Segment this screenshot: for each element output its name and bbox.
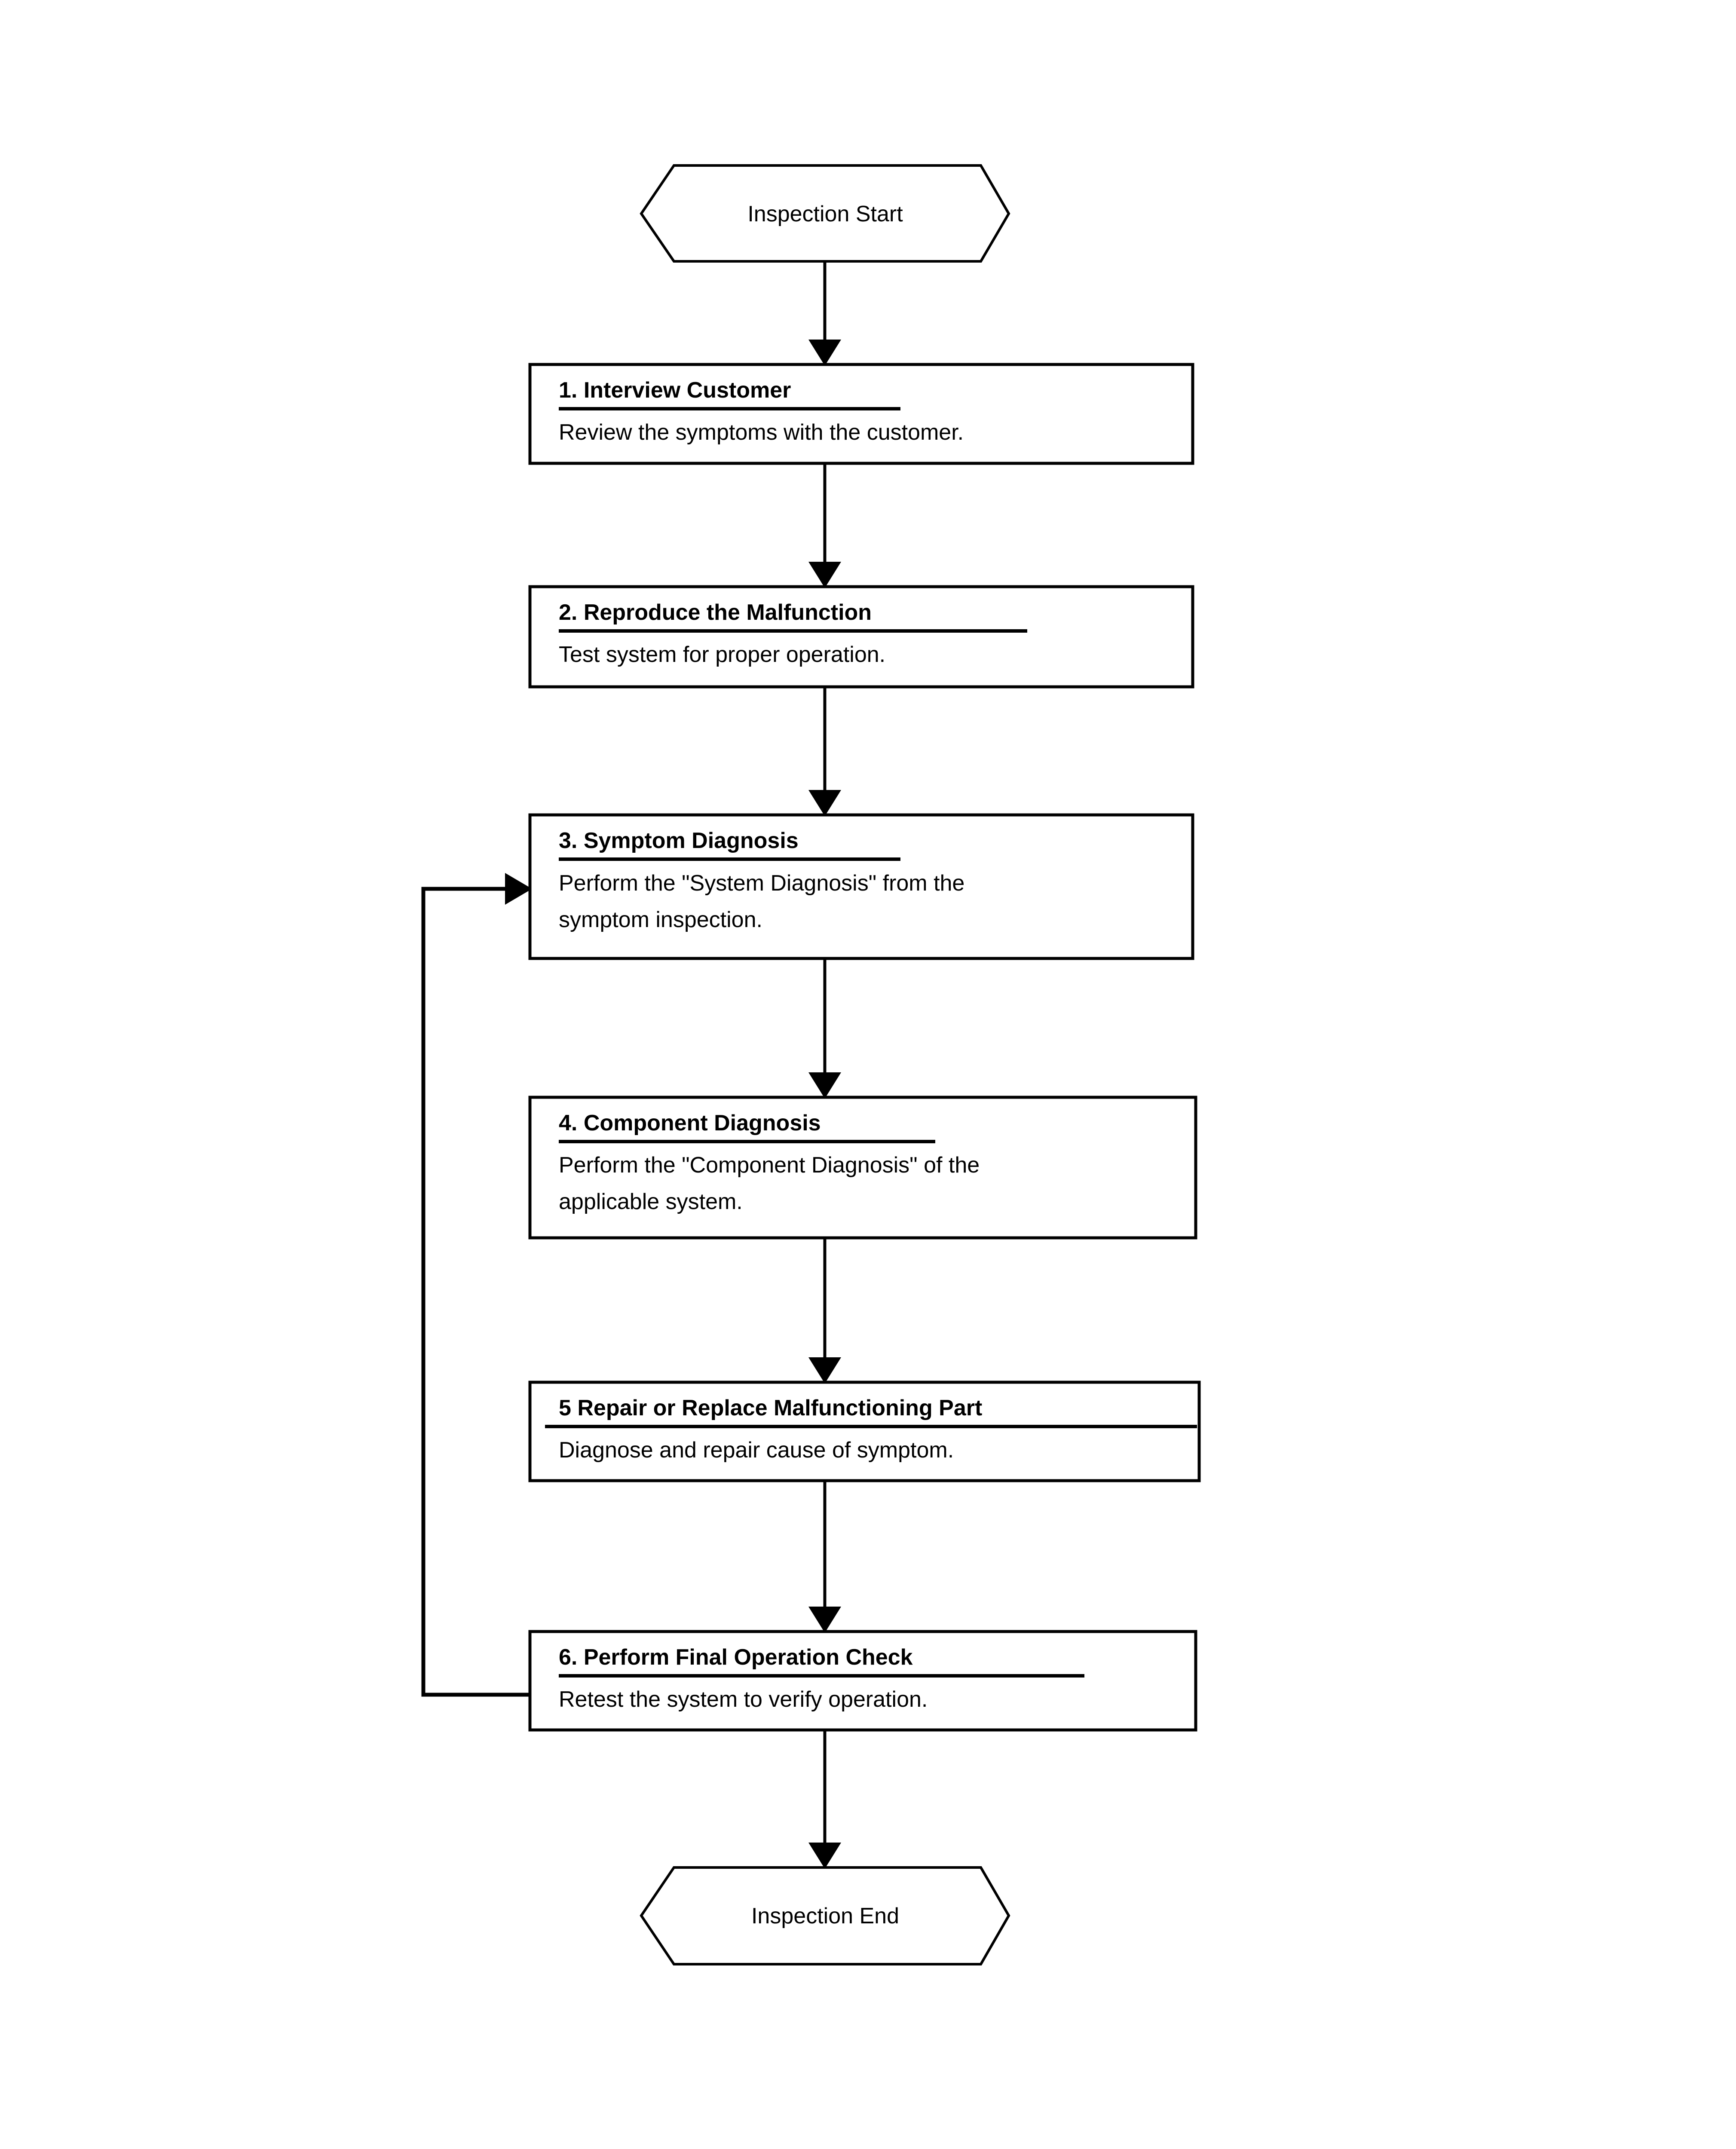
step-box-3: 3. Symptom Diagnosis Perform the "System… — [528, 813, 1194, 960]
connector-step-5-to-step-6 — [808, 1481, 841, 1633]
step-box-1: 1. Interview Customer Review the symptom… — [528, 363, 1194, 465]
step-3-body-line-2: symptom inspection. — [559, 907, 762, 932]
terminal-start: Inspection Start — [640, 164, 1010, 263]
terminal-end-label: Inspection End — [751, 1904, 899, 1929]
step-4-title: 4. Component Diagnosis — [559, 1111, 821, 1136]
step-box-5: 5 Repair or Replace Malfunctioning Part … — [528, 1381, 1201, 1482]
step-4-body-line-2: applicable system. — [559, 1189, 743, 1214]
feedback-arrow-head — [505, 873, 532, 905]
connector-start-to-step-1 — [808, 261, 841, 366]
step-box-6: 6. Perform Final Operation Check Retest … — [528, 1630, 1197, 1732]
step-4-body-line-1: Perform the "Component Diagnosis" of the — [559, 1153, 980, 1178]
step-6-body-line-1: Retest the system to verify operation. — [559, 1687, 928, 1712]
step-6-title: 6. Perform Final Operation Check — [559, 1645, 913, 1670]
step-box-2: 2. Reproduce the Malfunction Test system… — [528, 585, 1194, 689]
step-2-body-line-1: Test system for proper operation. — [559, 642, 885, 667]
step-box-4: 4. Component Diagnosis Perform the "Comp… — [528, 1096, 1197, 1240]
step-1-body-line-1: Review the symptoms with the customer. — [559, 420, 964, 445]
step-1-title: 1. Interview Customer — [559, 378, 791, 403]
connector-step-6-to-end — [808, 1730, 841, 1869]
step-5-body-line-1: Diagnose and repair cause of symptom. — [559, 1438, 954, 1463]
step-5-title: 5 Repair or Replace Malfunctioning Part — [559, 1396, 982, 1420]
connector-step-2-to-step-3 — [808, 687, 841, 816]
connector-step-3-to-step-4 — [808, 958, 841, 1099]
terminal-end: Inspection End — [640, 1866, 1010, 1965]
step-3-body-line-1: Perform the "System Diagnosis" from the — [559, 871, 964, 896]
connector-step-1-to-step-2 — [808, 463, 841, 588]
step-2-title: 2. Reproduce the Malfunction — [559, 600, 872, 625]
terminal-start-label: Inspection Start — [747, 202, 903, 227]
connector-feedback-loop — [421, 873, 532, 1697]
step-3-title: 3. Symptom Diagnosis — [559, 828, 799, 853]
connector-step-4-to-step-5 — [808, 1238, 841, 1384]
